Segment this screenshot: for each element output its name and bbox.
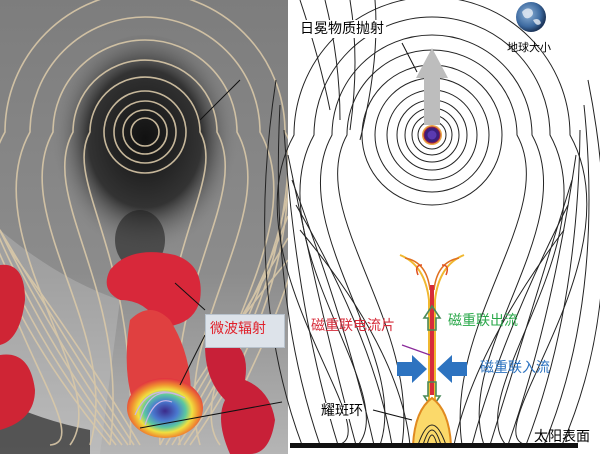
field-line [295, 204, 393, 446]
field-line [561, 79, 600, 446]
solar-surface-line [290, 443, 578, 448]
field-line [189, 150, 288, 446]
flare-loop-label: 耀斑环 [321, 403, 363, 419]
observation-panel [0, 0, 288, 454]
microwave-blob [0, 264, 25, 345]
field-line [183, 171, 288, 446]
field-line [0, 228, 129, 446]
field-line [471, 204, 569, 446]
field-line [359, 0, 377, 141]
field-line [453, 229, 565, 446]
field-line [130, 117, 160, 147]
field-line [83, 76, 207, 446]
earth-size-label: 地球大小 [507, 41, 551, 54]
field-line [103, 90, 187, 174]
inflow-left-arrow-icon [397, 355, 427, 383]
field-line [9, 249, 141, 446]
field-line [277, 104, 321, 446]
model-panel [139, 0, 600, 454]
field-line [489, 179, 573, 446]
outflow-up-arrow-icon [422, 304, 442, 331]
field-line [507, 154, 577, 446]
field-line [291, 179, 375, 446]
cme-arrow-icon [416, 48, 448, 125]
field-line [15, 16, 275, 446]
field-line [0, 229, 135, 446]
microwave-label: 微波辐射 [205, 314, 285, 348]
field-line [319, 34, 545, 446]
inflow-right-arrow-icon [437, 355, 467, 383]
field-line [324, 0, 341, 121]
microwave-blob [0, 354, 35, 430]
outflow-label: 磁重联出流 [448, 313, 518, 329]
current-sheet [430, 285, 434, 395]
field-line [0, 252, 117, 446]
field-line [113, 100, 177, 164]
field-line [276, 0, 588, 446]
current-sheet-label: 磁重联电流片 [311, 318, 395, 334]
inflow-label: 磁重联入流 [480, 360, 550, 376]
field-line [349, 0, 356, 131]
cme-label: 日冕物质抛射 [298, 20, 386, 38]
microwave-blob [106, 252, 201, 330]
earth-icon [516, 2, 546, 32]
field-line [525, 129, 581, 446]
microwave-blob [205, 340, 275, 454]
field-line [299, 0, 331, 111]
field-line [299, 16, 565, 446]
field-line [63, 59, 227, 446]
field-line [543, 104, 590, 446]
field-line [41, 39, 249, 446]
field-line [122, 109, 168, 155]
solar-surface-label: 太阳表面 [534, 429, 590, 445]
field-line [0, 237, 123, 446]
field-line [299, 229, 411, 446]
field-line [264, 79, 303, 446]
